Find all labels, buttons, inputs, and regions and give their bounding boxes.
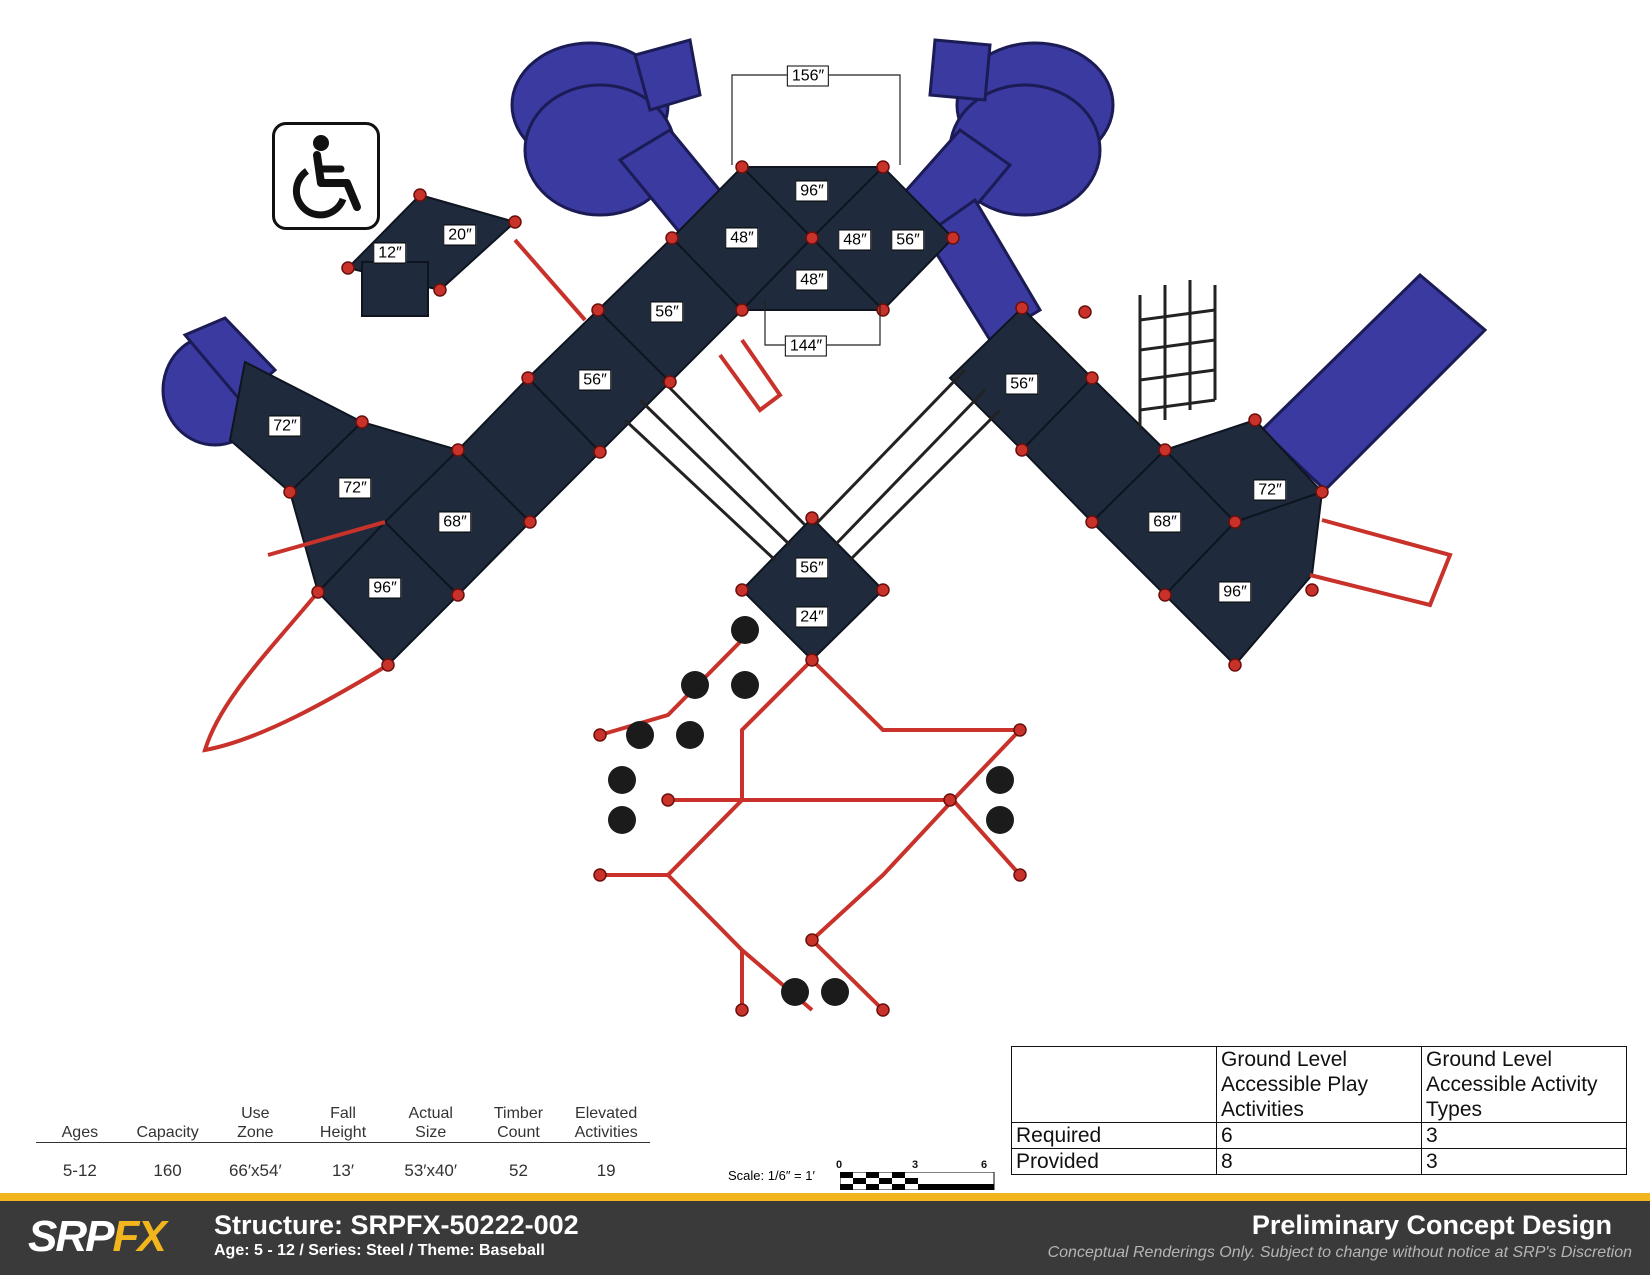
post-caps [283,160,1329,1017]
structure-subtitle: Age: 5 - 12 / Series: Steel / Theme: Bas… [214,1242,545,1259]
dimension-label: 96″ [368,577,402,599]
specs-values: 5-12 160 66′x54′ 13′ 53′x40′ 52 19 [36,1161,650,1180]
acc-row-label: Provided [1011,1148,1217,1175]
dimension-label: 48″ [795,269,829,291]
accessibility-icon [272,122,380,230]
spec-value: 13′ [331,1161,355,1180]
dimension-label: 96″ [1218,581,1252,603]
dimension-label: 56″ [578,369,612,391]
dimension-label: 20″ [443,224,477,246]
dimension-label: 56″ [795,557,829,579]
scale-tick: 6 [981,1159,988,1171]
spec-header: Fall Height [319,1105,367,1141]
acc-cell: 3 [1421,1148,1627,1175]
acc-col-types-header: Ground Level Accessible Activity Types [1421,1046,1627,1123]
acc-cell: 6 [1216,1122,1422,1149]
playground-plan [161,38,1488,1017]
spec-header: Timber Count [493,1105,544,1141]
dimension-label: 72″ [338,477,372,499]
dimension-label: 48″ [838,229,872,251]
acc-col-play-header: Ground Level Accessible Play Activities [1216,1046,1422,1123]
disclaimer: Conceptual Renderings Only. Subject to c… [1047,1244,1632,1261]
footer: SRPFX Structure: SRPFX-50222-002 Age: 5 … [0,1201,1650,1275]
dimension-label: 56″ [650,301,684,323]
scale-text: Scale: 1/6″ = 1′ [728,1168,815,1183]
srpfx-logo: SRPFX [28,1212,167,1261]
spec-value: 52 [508,1161,528,1180]
tube-slide-right [877,38,1115,343]
dimension-label: 56″ [1005,373,1039,395]
spec-value: 66′x54′ [228,1161,282,1180]
spec-header: Elevated Activities [574,1105,638,1141]
spec-header: Actual Size [408,1105,453,1141]
spec-value: 19 [596,1161,616,1180]
acc-cell: 3 [1421,1122,1627,1149]
specs-header: Ages Capacity Use Zone Fall Height Actua… [36,1100,650,1143]
dimension-label: 68″ [1148,511,1182,533]
structure-title: Structure: SRPFX-50222-002 [214,1210,579,1240]
dimension-label: 48″ [725,227,759,249]
rails [202,238,1453,1012]
spec-header: Use Zone [237,1105,274,1141]
acc-cell: 8 [1216,1148,1422,1175]
dimension-label: 72″ [1253,479,1287,501]
footer-stripe [0,1193,1650,1201]
spec-value: 160 [153,1161,182,1180]
spec-value: 5-12 [62,1161,97,1180]
acc-row-label: Required [1011,1122,1217,1149]
dimension-label: 96″ [795,180,829,202]
spec-header: Ages [61,1124,99,1141]
scale-tick: 3 [912,1159,919,1171]
scale-tick: 0 [836,1159,843,1171]
dimension-label: 68″ [438,511,472,533]
accessibility-table: Ground Level Accessible Play Activities … [1011,1046,1627,1175]
dimension-label: 56″ [891,229,925,251]
spec-header: Capacity [136,1124,199,1141]
dimension-label: 156″ [786,65,830,87]
tube-slide-left [510,38,743,247]
dimension-label: 144″ [784,335,828,357]
design-status: Preliminary Concept Design [1251,1210,1612,1240]
specs-table: Ages Capacity Use Zone Fall Height Actua… [36,1100,650,1180]
spec-value: 53′x40′ [404,1161,458,1180]
stepping-pods [608,616,1014,1006]
straight-slide-right [1259,272,1488,493]
dimension-label: 24″ [795,606,829,628]
scale-bar [840,1172,995,1190]
acc-corner [1011,1046,1217,1123]
dimension-label: 72″ [268,415,302,437]
climbers [623,280,1217,562]
dimension-label: 12″ [373,242,407,264]
